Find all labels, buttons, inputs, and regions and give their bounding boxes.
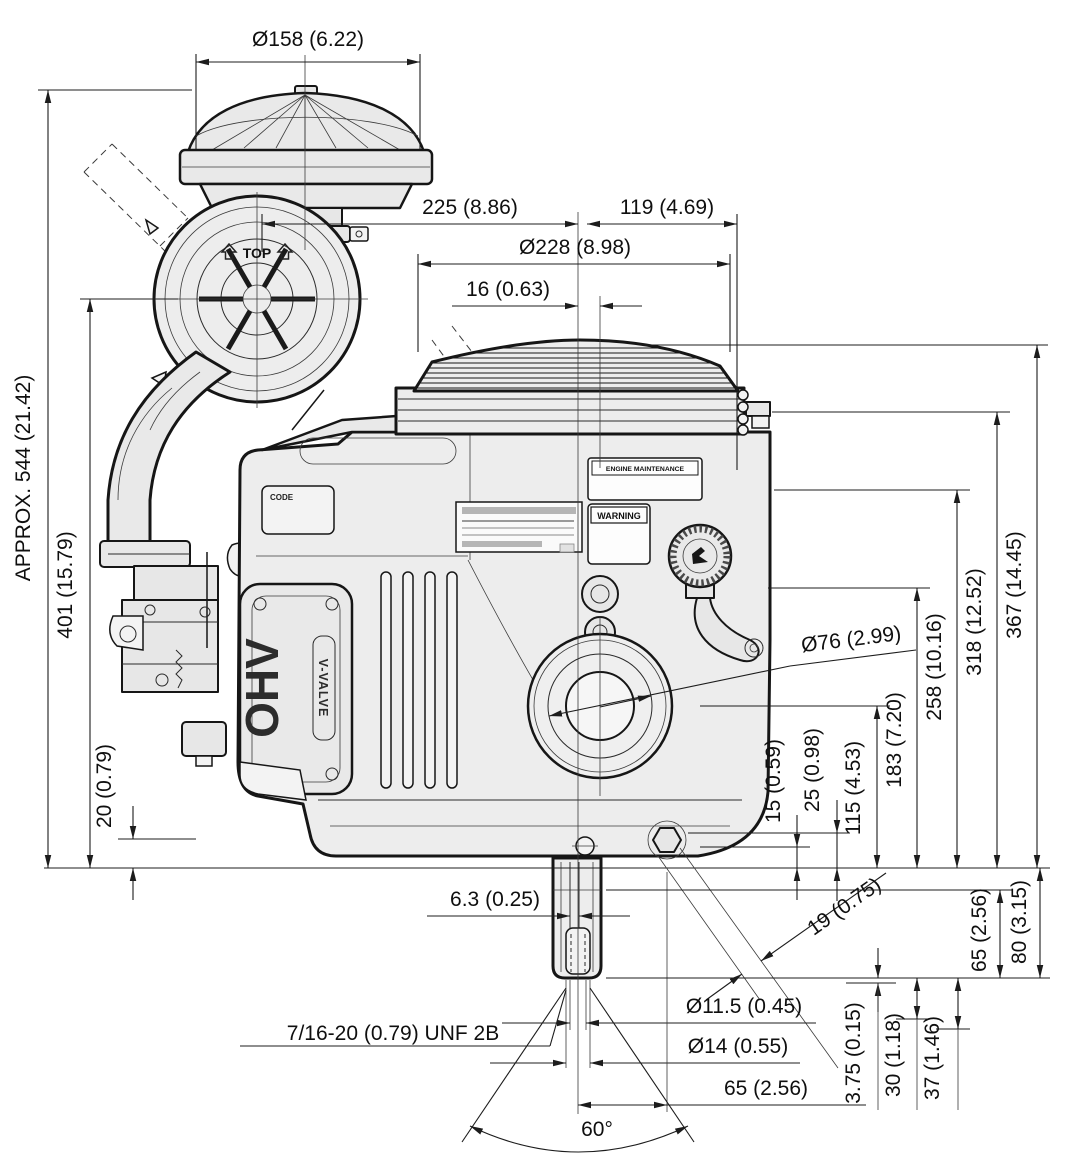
dim-center-to-right: 119 (4.69) — [587, 196, 738, 470]
dim-screen-dia: Ø228 (8.98) — [417, 236, 731, 352]
dim-keyway-width: 6.3 (0.25) — [427, 888, 630, 920]
svg-text:37 (1.46): 37 (1.46) — [921, 1016, 944, 1100]
fan-screen — [394, 338, 749, 436]
svg-text:20 (0.79): 20 (0.79) — [93, 744, 116, 828]
v-valve-marking: V-VALVE — [316, 659, 330, 718]
carburetor-cluster — [109, 542, 259, 767]
dim-drain-offset: 65 (2.56) — [578, 872, 866, 1112]
dim-shaft-len-65: 65 (2.56) — [968, 888, 1004, 978]
dim-h258: 258 (10.16) — [774, 489, 970, 868]
svg-text:65 (2.56): 65 (2.56) — [968, 888, 991, 972]
dim-shaft-dia: Ø14 (0.55) — [490, 1035, 800, 1067]
svg-text:258 (10.16): 258 (10.16) — [923, 613, 946, 720]
dim-step-3-75: 3.75 (0.15) — [842, 948, 896, 1110]
dim-cone-angle: 60° — [461, 987, 695, 1153]
svg-text:367 (14.45): 367 (14.45) — [1003, 531, 1026, 638]
dim-h115: 115 (4.53) — [700, 705, 890, 868]
oil-can-icon — [692, 547, 708, 564]
intake-duct — [99, 350, 232, 568]
emission-label — [455, 501, 583, 553]
warning-label-text: WARNING — [597, 511, 641, 521]
dim-h318: 318 (12.52) — [772, 411, 1010, 868]
dim-base-lip-height: 20 (0.79) — [93, 744, 196, 900]
dim-h183: 183 (7.20) — [768, 587, 930, 868]
maintenance-label-text: ENGINE MAINTENANCE — [606, 466, 685, 473]
svg-text:Ø158 (6.22): Ø158 (6.22) — [252, 28, 364, 51]
crankshaft — [551, 856, 603, 1068]
dim-h367: 367 (14.45) — [645, 344, 1048, 868]
dim-duct-center-height: 401 (15.79) — [54, 298, 178, 868]
dim-depth-30: 30 (1.18) — [882, 978, 930, 1110]
code-label-text: CODE — [270, 493, 294, 502]
svg-text:15 (0.59): 15 (0.59) — [762, 739, 785, 823]
svg-text:401 (15.79): 401 (15.79) — [54, 531, 77, 638]
top-marking: TOP — [243, 245, 272, 261]
dim-h25: 25 (0.98) — [688, 728, 850, 901]
dim-shaft-len-80: 80 (3.15) — [1008, 868, 1044, 978]
oil-drain-plug — [647, 820, 687, 860]
maintenance-label: ENGINE MAINTENANCE — [587, 457, 703, 501]
svg-text:7/16-20 (0.79) UNF 2B: 7/16-20 (0.79) UNF 2B — [287, 1022, 499, 1045]
dim-air-cleaner-dia: Ø158 (6.22) — [195, 28, 421, 150]
dipstick-handle — [693, 597, 764, 663]
svg-text:Ø228 (8.98): Ø228 (8.98) — [519, 236, 631, 259]
warning-label: WARNING — [587, 503, 651, 565]
dim-overall-height: APPROX. 544 (21.42) — [12, 89, 192, 868]
svg-text:80 (3.15): 80 (3.15) — [1008, 880, 1031, 964]
dim-center-to-left: 225 (8.86) — [261, 196, 578, 252]
up-arrow-icon — [276, 242, 294, 260]
svg-text:3.75 (0.15): 3.75 (0.15) — [842, 1002, 865, 1104]
dim-h15: 15 (0.59) — [700, 739, 810, 900]
engine-illustration: TOP — [83, 55, 772, 1114]
svg-text:APPROX. 544 (21.42): APPROX. 544 (21.42) — [12, 375, 35, 582]
svg-text:65 (2.56): 65 (2.56) — [724, 1077, 808, 1100]
valve-cover: OHV V-VALVE — [236, 582, 354, 801]
dashed-reference-stub-upper-left — [83, 143, 197, 255]
pto-boss — [526, 616, 674, 796]
svg-text:30 (1.18): 30 (1.18) — [882, 1013, 905, 1097]
svg-text:115 (4.53): 115 (4.53) — [842, 741, 865, 835]
svg-text:183 (7.20): 183 (7.20) — [883, 692, 906, 788]
callout-tapped-hole: 7/16-20 (0.79) UNF 2B — [240, 989, 567, 1047]
svg-text:19 (0.75): 19 (0.75) — [803, 873, 885, 940]
dim-depth-37: 37 (1.46) — [921, 978, 970, 1110]
svg-text:318 (12.52): 318 (12.52) — [963, 568, 986, 675]
code-label: CODE — [261, 485, 335, 535]
up-arrow-icon — [220, 242, 238, 260]
svg-text:16 (0.63): 16 (0.63) — [466, 278, 550, 301]
cooling-fins — [380, 571, 458, 789]
svg-text:Ø11.5 (0.45): Ø11.5 (0.45) — [686, 995, 802, 1018]
svg-text:6.3 (0.25): 6.3 (0.25) — [450, 888, 540, 911]
svg-text:225 (8.86): 225 (8.86) — [422, 196, 518, 219]
svg-text:119 (4.69): 119 (4.69) — [620, 196, 714, 219]
svg-text:Ø76 (2.99): Ø76 (2.99) — [800, 622, 902, 657]
ohv-marking: OHV — [236, 638, 288, 738]
svg-text:60°: 60° — [581, 1118, 613, 1141]
dim-pilot-dia: Ø11.5 (0.45) — [502, 995, 816, 1027]
dimension-annotations: Ø158 (6.22) 225 (8.86) 119 (4.69) Ø228 (… — [12, 28, 1050, 1153]
svg-text:25 (0.98): 25 (0.98) — [801, 728, 824, 812]
dim-center-offset: 16 (0.63) — [452, 278, 642, 310]
svg-text:Ø14 (0.55): Ø14 (0.55) — [688, 1035, 788, 1058]
